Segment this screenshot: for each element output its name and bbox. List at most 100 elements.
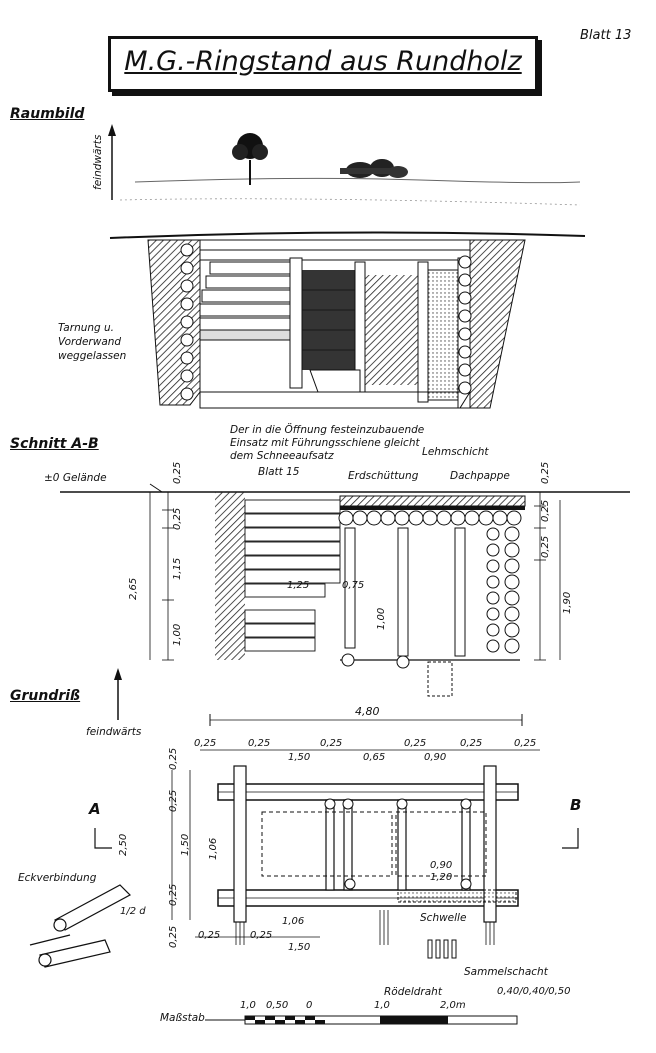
- left-earth-section: [215, 492, 245, 660]
- dim-right-1: 0,25: [540, 461, 551, 484]
- left-dim-4: 2,50: [118, 833, 129, 856]
- raumbild-arrow-label: feindwärts: [92, 134, 104, 190]
- schnitt-note-4: Blatt 15: [258, 466, 300, 478]
- top-dim-1: 0,25: [194, 738, 217, 749]
- left-dim-2: 0,25: [168, 789, 179, 812]
- roedeldraht-label: Rödeldraht: [384, 986, 442, 998]
- dim-left-4: 2,65: [128, 577, 139, 600]
- heading-raumbild: Raumbild: [10, 106, 85, 122]
- top-dim-3: 1,50: [288, 752, 311, 763]
- eck-fraction: 1/2 d: [120, 906, 146, 917]
- scale-bar: [205, 1015, 518, 1025]
- bottom-dim-3: 1,50: [288, 942, 311, 953]
- dim-inner-2: 0,75: [342, 580, 365, 591]
- ground-line: [109, 231, 586, 239]
- sheet-number: Blatt 13: [580, 28, 632, 43]
- inner-dim-4: 1,20: [430, 872, 453, 883]
- gelaende-label: ±0 Gelände: [44, 472, 107, 484]
- chamber-left: [302, 270, 355, 370]
- scale-tick-2: 0,50: [266, 1000, 289, 1011]
- right-wall-logs: [486, 526, 520, 654]
- top-dim-4: 0,25: [320, 738, 343, 749]
- total-width: 4,80: [355, 705, 380, 718]
- eckverbindung-icon: [29, 884, 131, 968]
- top-dim-9: 0,25: [514, 738, 537, 749]
- dim-left-2: 0,25: [172, 507, 183, 530]
- heading-grundriss: Grundriß: [10, 688, 81, 704]
- scale-tick-3: 0: [306, 1000, 313, 1011]
- dachpappe-label: Dachpappe: [450, 470, 510, 482]
- interior-posts: [344, 527, 466, 657]
- dim-right-2: 0,25: [540, 499, 551, 522]
- dim-inner-1: 1,25: [287, 580, 310, 591]
- sammelschacht-label: Sammelschacht: [464, 966, 548, 978]
- schnitt-note-1: Der in die Öffnung festeinzubauende: [230, 424, 425, 436]
- dim-right-4: 1,90: [562, 591, 573, 614]
- bottom-dim-2: 0,25: [250, 930, 273, 941]
- right-earth: [469, 239, 526, 409]
- grundriss-arrow-label: feindwärts: [86, 726, 142, 738]
- section-mark-a: [94, 828, 112, 849]
- schwelle-label: Schwelle: [420, 912, 467, 924]
- bottom-dim-1: 0,25: [198, 930, 221, 941]
- dim-left-3: 1,15: [172, 557, 183, 580]
- scale-label: Maßstab: [160, 1012, 205, 1024]
- raumbild-view: [108, 124, 586, 409]
- schnitt-note-2: Einsatz mit Führungsschiene gleicht: [230, 437, 420, 449]
- sammelschacht-dims: 0,40/0,40/0,50: [497, 986, 571, 997]
- left-dim-6: 0,25: [168, 925, 179, 948]
- tree-icon: [232, 133, 268, 185]
- raumbild-note-3: weggelassen: [58, 350, 127, 362]
- schnitt-note-3: dem Schneeaufsatz: [230, 450, 334, 462]
- erdschuettung-layer: [339, 495, 526, 507]
- plan-log-ends: [324, 798, 472, 890]
- schwelle: [397, 889, 517, 903]
- eckverbindung-label: Eckverbindung: [18, 872, 97, 884]
- left-dim-1: 0,25: [168, 747, 179, 770]
- inner-dim-2: 1,06: [282, 916, 305, 927]
- lehmschicht-label: Lehmschicht: [422, 446, 489, 458]
- left-dim-3: 1,50: [180, 833, 191, 856]
- scale-tick-4: 1,0: [374, 1000, 390, 1011]
- dim-left-1: 0,25: [172, 461, 183, 484]
- roof-log-row: [338, 510, 522, 526]
- pile-bundles: [235, 910, 495, 945]
- schnitt-section: [60, 483, 630, 697]
- raumbild-note-1: Tarnung u.: [58, 322, 115, 334]
- back-wall-logs: [199, 239, 471, 261]
- raumbild-note-2: Vorderwand: [58, 336, 122, 348]
- title-box: M.G.-Ringstand aus Rundholz: [108, 36, 538, 92]
- grundriss-plan: [29, 668, 579, 968]
- section-label-b: B: [570, 796, 582, 814]
- section-label-a: A: [89, 800, 101, 818]
- arrow-head: [108, 124, 116, 136]
- inner-dim-1: 1,06: [208, 837, 219, 860]
- top-dim-5: 0,65: [363, 752, 386, 763]
- erdschuettung-label: Erdschüttung: [348, 470, 419, 482]
- top-dim-8: 0,25: [460, 738, 483, 749]
- sump-dashed: [427, 661, 453, 697]
- chamber-right: [427, 269, 459, 401]
- house-bushes-icon: [340, 159, 408, 178]
- dim-inner-3: 1,00: [376, 607, 387, 630]
- stair-steps: [199, 261, 291, 331]
- section-mark-b: [562, 828, 579, 849]
- inner-dim-3: 0,90: [430, 860, 453, 871]
- log-ends: [180, 243, 472, 401]
- sammelschacht-icon: [427, 939, 457, 959]
- left-dim-5: 0,25: [168, 883, 179, 906]
- top-dim-6: 0,25: [404, 738, 427, 749]
- dachpappe-layer: [340, 506, 525, 510]
- top-dim-7: 0,90: [424, 752, 447, 763]
- scale-tick-5: 2,0m: [440, 1000, 466, 1011]
- horizon-line: [134, 177, 581, 184]
- heading-schnitt: Schnitt A-B: [10, 436, 99, 452]
- dim-right-3: 0,25: [540, 535, 551, 558]
- section-logs: [244, 499, 341, 652]
- interior-dashed: [261, 811, 393, 877]
- top-dim-2: 0,25: [248, 738, 271, 749]
- scale-tick-1: 1,0: [240, 1000, 256, 1011]
- dim-left-5: 1,00: [172, 623, 183, 646]
- page-title: M.G.-Ringstand aus Rundholz: [124, 46, 522, 77]
